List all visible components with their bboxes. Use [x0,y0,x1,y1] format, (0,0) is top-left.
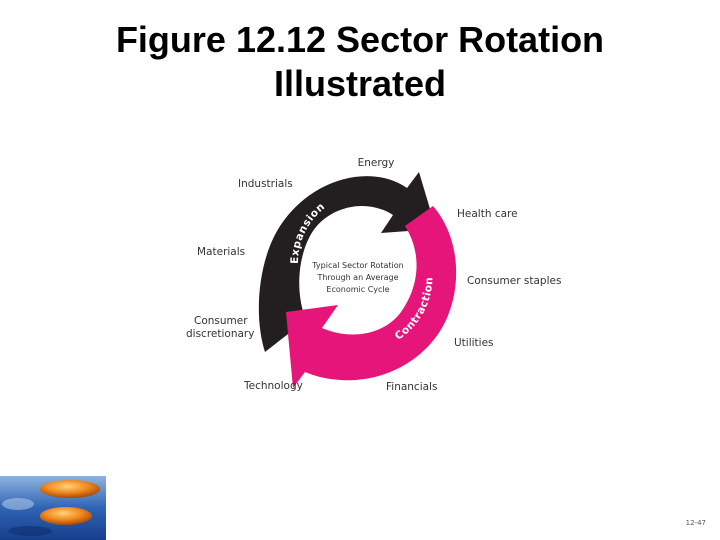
sector-label-consumer-staples: Consumer staples [467,275,561,287]
sector-label-energy: Energy [358,157,395,169]
center-text-line-1: Typical Sector Rotation [311,261,403,270]
page-number: 12-47 [686,519,706,527]
sector-label-technology: Technology [243,380,303,392]
sector-label-industrials: Industrials [238,178,293,190]
sector-label-financials: Financials [386,381,437,393]
sector-label-consumer-discretionary-line-2: discretionary [186,328,254,340]
sector-label-materials: Materials [197,246,245,258]
center-text-line-3: Economic Cycle [326,285,389,294]
sector-label-health-care: Health care [457,208,518,220]
sector-label-consumer-discretionary-line-1: Consumer [194,315,248,327]
sector-label-utilities: Utilities [454,337,494,349]
center-text-line-2: Through an Average [316,273,398,282]
orange-stones-image [0,476,106,540]
